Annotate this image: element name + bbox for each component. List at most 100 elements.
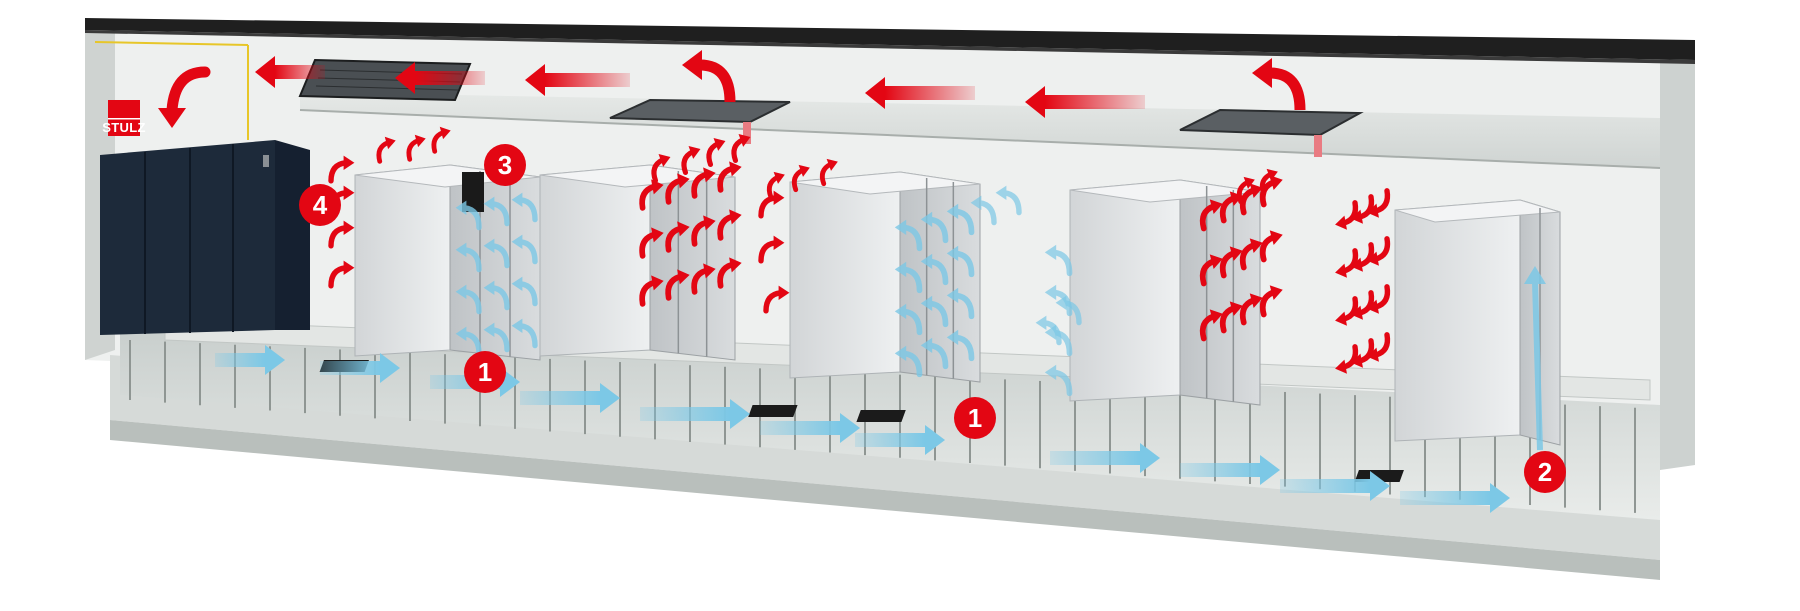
rack-face: [354, 164, 451, 357]
marker-1b: 1: [954, 397, 996, 439]
hot-air-arrow-icon: [1335, 296, 1359, 326]
cold-air-arrow-icon: [946, 329, 975, 362]
hot-air-arrow-icon: [1236, 176, 1255, 205]
crac-side: [275, 140, 310, 330]
arrow-head: [946, 203, 959, 219]
arrow-head: [925, 425, 945, 455]
arrow-shaft: [1259, 234, 1277, 263]
arrow-shaft: [855, 433, 925, 447]
arrow-head: [840, 413, 860, 443]
cold-air-arrow-icon: [946, 245, 975, 278]
arrow-shaft: [953, 292, 975, 320]
underfloor-cold-arrow-icon: [1180, 455, 1280, 485]
arrow-shaft: [1051, 369, 1073, 397]
hot-air-arrow-icon: [1335, 200, 1359, 230]
hot-air-arrow-icon: [1351, 194, 1375, 224]
cold-air-arrow-icon: [483, 322, 510, 353]
arrow-head: [651, 275, 664, 291]
arrow-head: [1351, 305, 1363, 320]
arrow-shaft: [1357, 242, 1375, 268]
arrow-head: [483, 196, 495, 211]
hot-air-arrow-icon: [717, 161, 742, 193]
marker-label: 1: [968, 403, 982, 433]
arrow-head: [1351, 257, 1363, 272]
arrow-shaft: [1341, 248, 1359, 274]
arrow-shaft: [1357, 290, 1375, 316]
hot-air-arrow-icon: [665, 269, 690, 301]
hot-air-arrow-icon: [431, 126, 451, 154]
underfloor-cold-arrow-icon: [1050, 443, 1160, 473]
arrow-head: [1269, 285, 1283, 301]
arrow-shaft: [639, 231, 658, 259]
logo-text: STULZ: [102, 120, 145, 135]
arrow-shaft: [517, 281, 538, 307]
rack-face: [789, 171, 901, 379]
arrow-shaft: [489, 327, 510, 353]
cold-air-arrow-icon: [894, 303, 923, 336]
arrow-shaft: [489, 285, 510, 311]
arrow-head: [511, 234, 523, 249]
cold-air-arrow-icon: [1055, 295, 1082, 326]
hot-air-arrow-icon: [1219, 246, 1243, 279]
arrow-head: [1266, 168, 1278, 181]
underfloor-cold-arrow-icon: [320, 353, 400, 383]
arrow-head: [920, 337, 933, 353]
arrow-shaft: [1400, 491, 1490, 505]
hot-air-arrow-icon: [639, 275, 664, 307]
rack-rows: [319, 164, 1561, 482]
arrow-shaft: [1199, 258, 1217, 287]
arrow-shaft: [665, 225, 684, 253]
arrow-shaft: [1045, 95, 1145, 109]
hot-air-arrow-icon: [706, 138, 726, 168]
arrow-shaft: [651, 157, 666, 184]
arrow-shaft: [461, 331, 482, 357]
hot-air-arrow-icon: [1259, 168, 1278, 197]
arrow-head: [730, 399, 750, 429]
rack-top: [789, 171, 981, 195]
cold-air-arrow-icon: [920, 337, 949, 370]
duct-drop-2: [1314, 135, 1322, 157]
cold-air-arrow-icon: [483, 280, 510, 311]
underfloor-cold-arrow-icon: [760, 413, 860, 443]
arrow-head: [1140, 443, 1160, 473]
cold-air-arrow-icon: [483, 238, 510, 269]
arrow-shaft: [517, 323, 538, 349]
aisle-containment-door: [462, 172, 484, 212]
arrow-head: [1351, 353, 1363, 368]
arrow-shaft: [665, 273, 684, 301]
hot-air-arrow-icon: [1199, 309, 1223, 342]
hot-air-arrow-icon: [328, 155, 355, 184]
arrow-shaft: [461, 289, 482, 315]
arrow-shaft: [489, 243, 510, 269]
arrow-shaft: [639, 279, 658, 307]
arrow-head: [1260, 455, 1280, 485]
return-air-arrow-icon: [525, 64, 630, 96]
arrow-head: [651, 179, 664, 195]
arrow-shaft: [717, 165, 736, 193]
arrow-head: [1367, 299, 1379, 314]
rack-top: [1394, 199, 1561, 223]
arrow-head: [826, 158, 838, 171]
hot-air-arrow-icon: [1367, 284, 1391, 314]
arrow-shaft: [1219, 250, 1237, 279]
arrow-head: [343, 155, 355, 170]
arrow-head: [1243, 176, 1255, 189]
arrow-head: [773, 190, 785, 205]
hot-air-arrow-icon: [691, 263, 716, 295]
arrow-head: [483, 322, 495, 337]
cold-air-arrow-icon: [511, 276, 538, 307]
hot-air-arrow-icon: [717, 209, 742, 241]
crac-control-panel: [263, 155, 269, 167]
hot-air-arrow-icon: [731, 134, 751, 164]
hot-air-arrow-icon: [1259, 285, 1283, 318]
arrow-shaft: [517, 197, 538, 223]
crac-unit: STULZ: [94, 41, 310, 335]
cold-air-arrow-icon: [920, 295, 949, 328]
arrow-head: [946, 245, 959, 261]
hot-air-arrow-icon: [1199, 254, 1223, 287]
floor-slab-bottom: [110, 420, 1660, 580]
arrow-shaft: [406, 138, 421, 162]
hot-air-arrow-icon: [766, 171, 785, 200]
grille-intake-arrow-icon: [682, 50, 736, 103]
